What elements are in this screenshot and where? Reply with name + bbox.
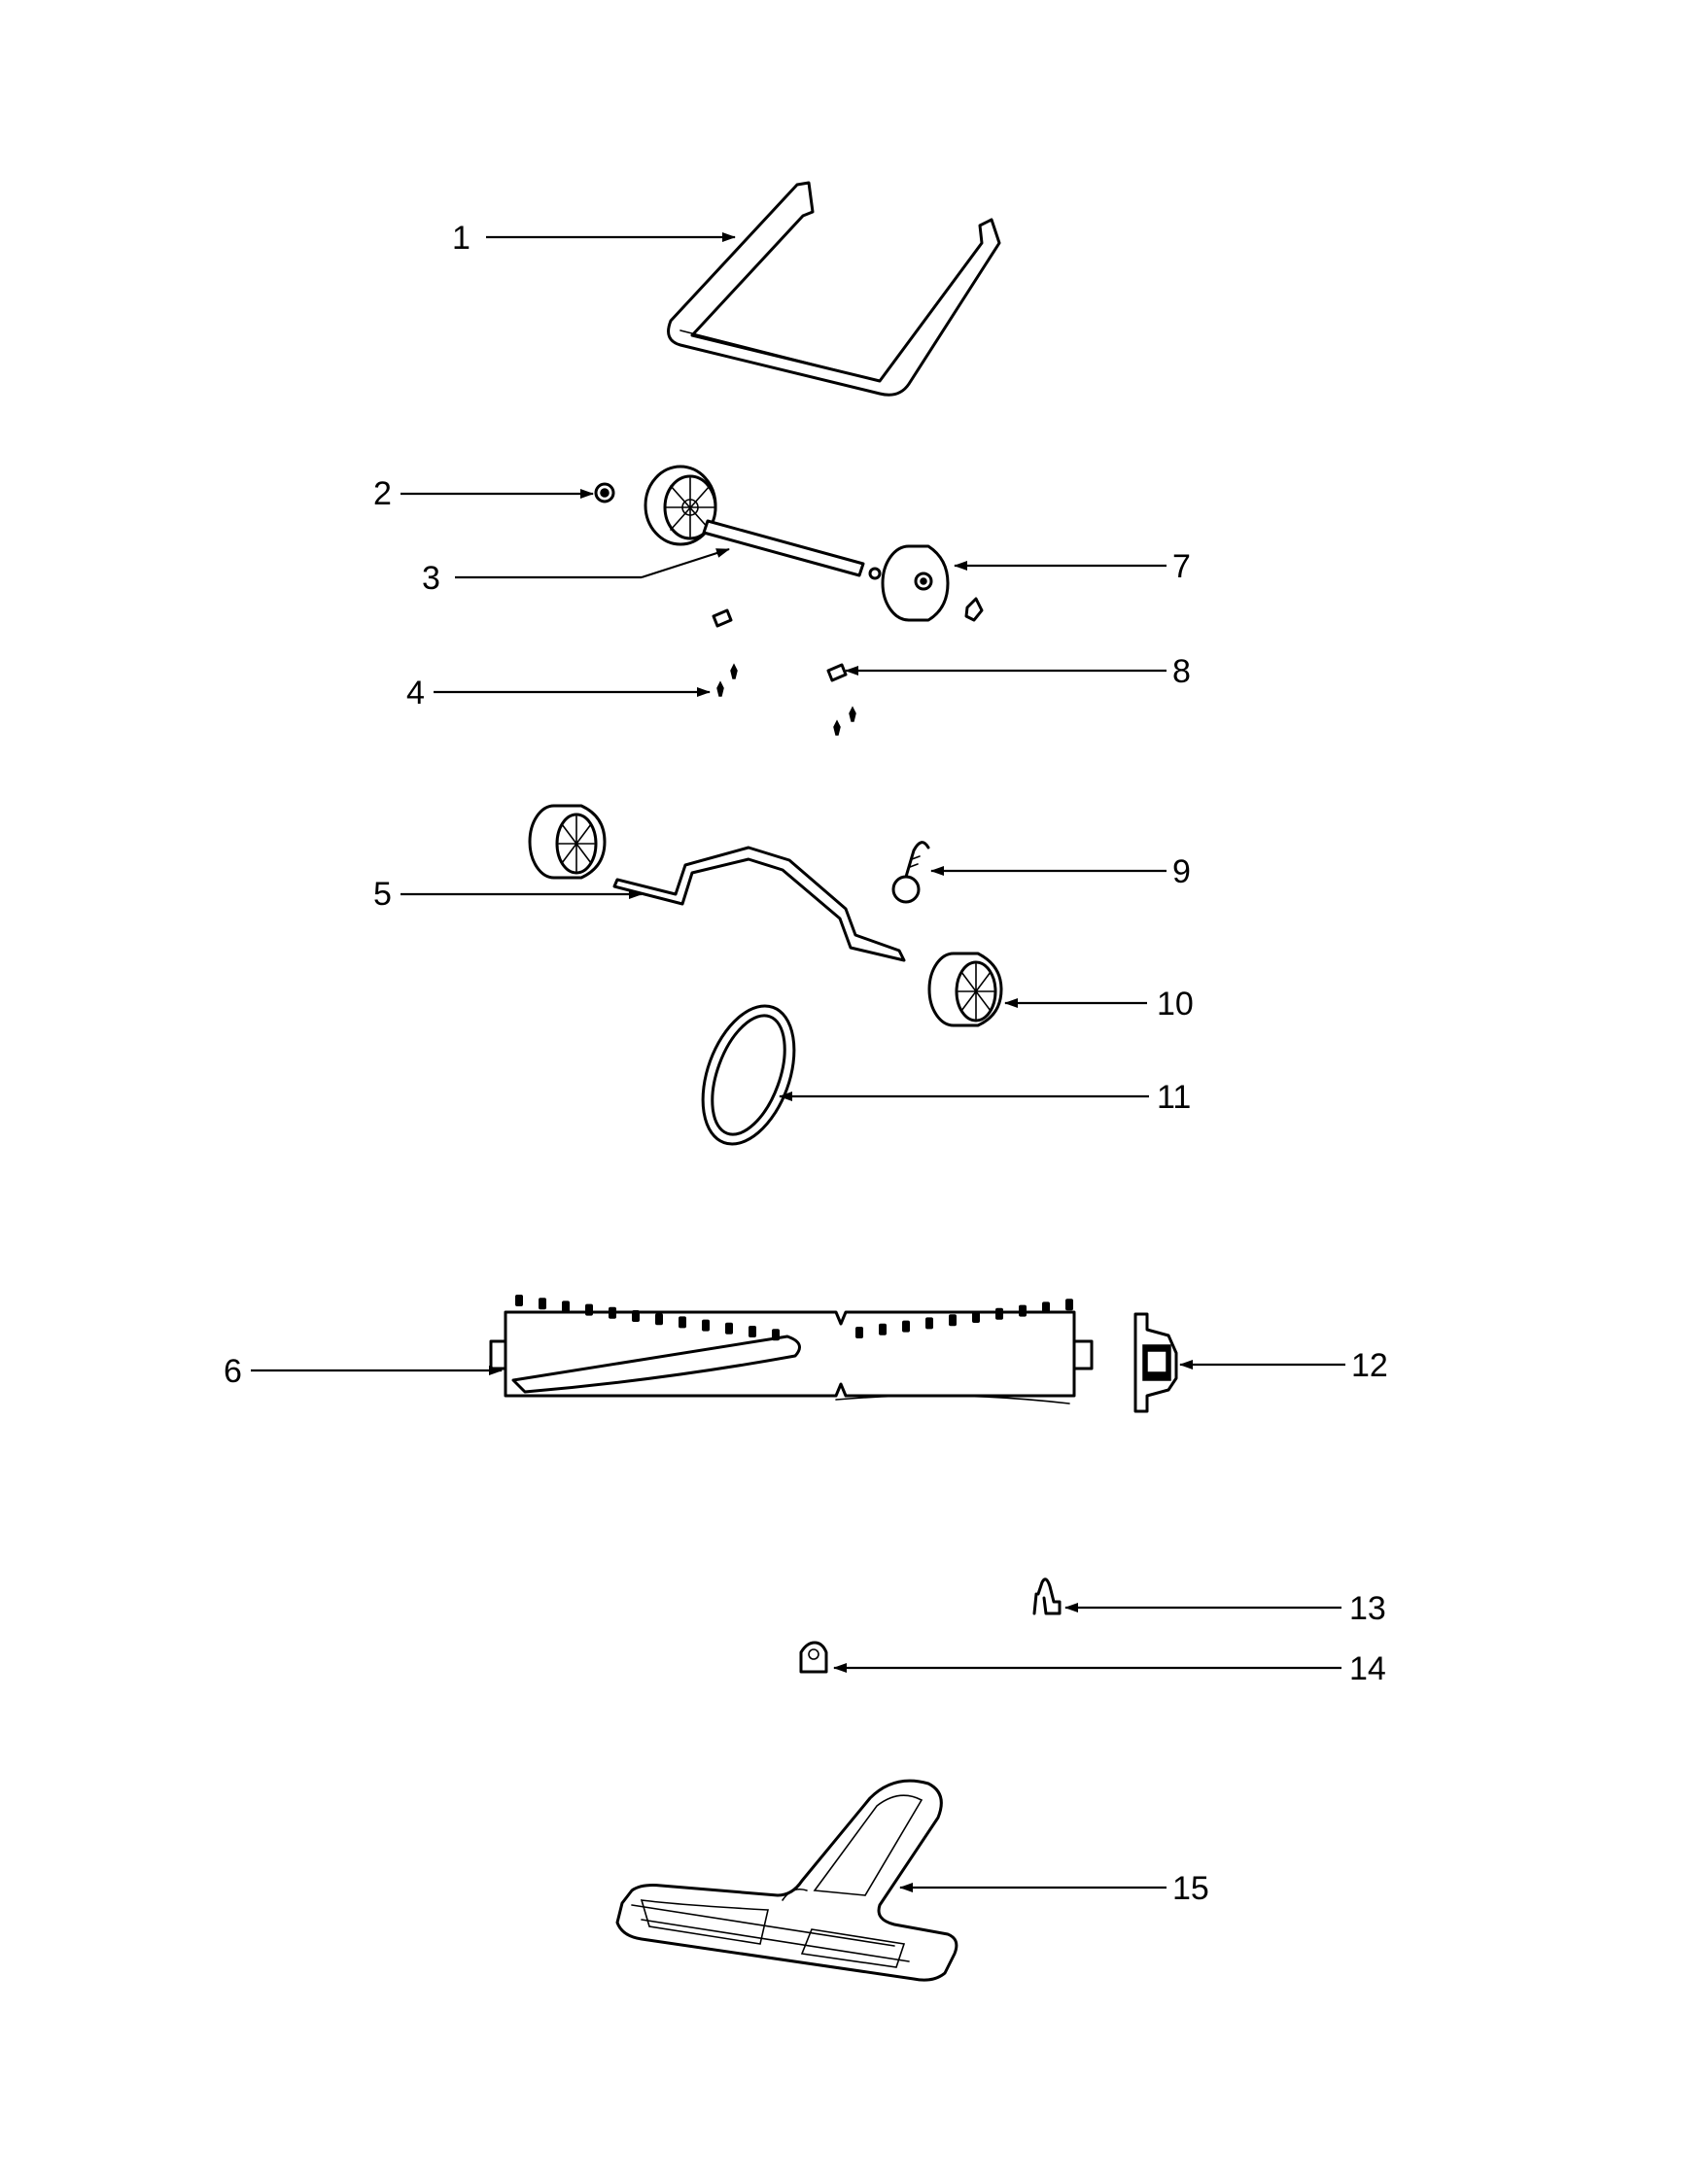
part-10-wheel-upper (528, 804, 607, 880)
part-14-cap (799, 1641, 828, 1674)
part-15-base-plate (615, 1779, 958, 1982)
bristle-tuft (1019, 1304, 1027, 1317)
part-3-axle (644, 465, 882, 580)
callout-2: 2 (373, 475, 392, 512)
part-6-brush-roll (489, 1310, 1094, 1404)
bristle-tuft (879, 1323, 887, 1335)
callout-12: 12 (1351, 1347, 1388, 1384)
bristle-tuft (539, 1298, 546, 1310)
part-2-nut (594, 482, 615, 503)
callout-14: 14 (1349, 1650, 1386, 1687)
leader-lines (251, 232, 1345, 1892)
bristle-tuft (632, 1310, 640, 1322)
leader-3b (641, 547, 730, 579)
callout-labels: 1 2 3 4 5 6 7 8 9 10 11 12 13 14 15 (224, 220, 1388, 1907)
bristle-tuft (725, 1322, 733, 1335)
bristle-tuft (702, 1319, 710, 1332)
bristle-tuft (609, 1306, 616, 1319)
part-10-wheel (927, 952, 1003, 1027)
callout-7: 7 (1172, 548, 1191, 585)
bristle-tuft (655, 1313, 663, 1326)
callout-10: 10 (1157, 986, 1194, 1023)
part-11-belt (701, 1004, 796, 1146)
bristle-tuft (902, 1320, 910, 1333)
part-8-clip-screws (826, 663, 856, 736)
bristle-tuft (562, 1300, 570, 1313)
part-4-screws (712, 608, 738, 697)
callout-13: 13 (1349, 1590, 1386, 1627)
part-9-spring (891, 841, 930, 904)
callout-3: 3 (422, 560, 440, 597)
part-7-wheel (881, 544, 984, 622)
bristle-tuft (972, 1311, 980, 1323)
part-13-clip (1032, 1577, 1062, 1615)
bristle-tuft (749, 1326, 756, 1337)
bristle-tuft (772, 1329, 780, 1341)
bristle-tuft (1065, 1299, 1073, 1311)
bristle-tuft (1042, 1301, 1050, 1314)
callout-15: 15 (1172, 1870, 1209, 1907)
bristle-tuft (515, 1295, 523, 1306)
bristle-tuft (949, 1314, 957, 1327)
part-6-bristles (515, 1295, 1073, 1341)
bristle-tuft (925, 1317, 933, 1330)
part-5-axle-rod (612, 846, 906, 962)
callout-9: 9 (1172, 853, 1191, 890)
callout-1: 1 (452, 220, 470, 257)
callout-6: 6 (224, 1353, 242, 1390)
callout-11: 11 (1157, 1079, 1191, 1116)
part-12-end-cap (1133, 1312, 1178, 1413)
bristle-tuft (855, 1327, 863, 1338)
callout-5: 5 (373, 876, 392, 913)
callout-8: 8 (1172, 653, 1191, 690)
part-1-handle-bail (667, 181, 1001, 397)
bristle-tuft (679, 1316, 686, 1329)
bristle-tuft (585, 1303, 593, 1316)
bristle-tuft (995, 1307, 1003, 1320)
callout-4: 4 (406, 675, 425, 711)
